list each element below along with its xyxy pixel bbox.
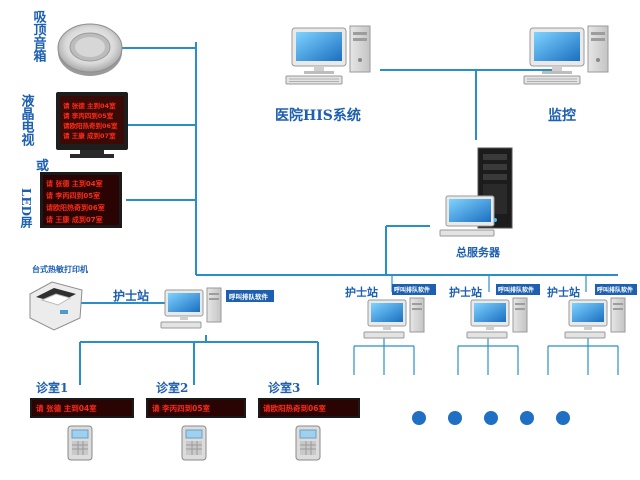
his-computer-icon xyxy=(285,25,371,85)
clinic-1-led-display: 请 张德 主到04室 xyxy=(30,398,134,418)
led-line-3: 请欧阳热奇到06室 xyxy=(46,203,105,212)
ceiling-speaker-icon xyxy=(57,23,123,76)
thermal-printer-icon xyxy=(29,281,83,331)
dot-4 xyxy=(520,411,534,425)
dot-2 xyxy=(448,411,462,425)
tv-line-3: 请欧阳热奇到06室 xyxy=(63,121,118,130)
dot-3 xyxy=(484,411,498,425)
led-screen-label: LED屏 xyxy=(19,188,33,229)
tv-line-4: 请 王康 成到07室 xyxy=(63,131,116,140)
nurse-station-2-label: 护士站 xyxy=(345,285,378,299)
clinic-1-label: 诊室1 xyxy=(36,380,68,395)
lcd-tv-icon xyxy=(56,92,128,158)
server-label: 总服务器 xyxy=(456,245,501,259)
clinic-1-terminal-icon xyxy=(67,425,93,461)
nurse-station-4-tag-text: 呼叫排队软件 xyxy=(597,286,633,294)
clinic-3-label: 诊室3 xyxy=(268,380,300,395)
dot-5 xyxy=(556,411,570,425)
nurse-station-3-software-tag: 呼叫排队软件 xyxy=(496,284,540,295)
nurse-station-3-tag-text: 呼叫排队软件 xyxy=(498,286,534,294)
led-screen-icon xyxy=(40,172,122,228)
nurse-station-main-computer-icon xyxy=(160,287,222,329)
nurse-station-main-software-tag: 呼叫排队软件 xyxy=(226,290,274,302)
dot-1 xyxy=(412,411,426,425)
clinic-3-display-text: 请欧阳热奇到06室 xyxy=(263,403,326,413)
lcd-tv-or-label: 或 xyxy=(36,158,49,174)
tv-line-2: 请 李丙四到05室 xyxy=(63,111,114,120)
server-icon xyxy=(439,147,513,237)
tv-line-1: 请 张德 主到04室 xyxy=(63,101,116,110)
nurse-station-main-label: 护士站 xyxy=(113,288,149,303)
nurse-station-main-tag-text: 呼叫排队软件 xyxy=(229,292,269,301)
nurse-station-3-label: 护士站 xyxy=(449,285,482,299)
clinic-2-led-display: 请 李丙四到05室 xyxy=(146,398,246,418)
led-screen-text: 请 张德 主到04室 请 李丙四到05室 请欧阳热奇到06室 请 王康 成到07… xyxy=(46,179,105,224)
lcd-tv-label: 液晶电视 xyxy=(19,93,35,147)
clinic-3-led-display: 请欧阳热奇到06室 xyxy=(258,398,360,418)
led-line-4: 请 王康 成到07室 xyxy=(46,215,103,224)
clinic-2-display-text: 请 李丙四到05室 xyxy=(152,403,211,413)
nurse-station-2-tag-text: 呼叫排队软件 xyxy=(394,286,430,294)
monitoring-computer-icon xyxy=(523,25,609,85)
nurse-station-4-label: 护士站 xyxy=(547,285,580,299)
more-clinics-dots xyxy=(412,411,570,425)
connection-lines xyxy=(79,42,619,385)
monitor-label: 监控 xyxy=(548,107,576,124)
nurse-station-2-computer-icon xyxy=(363,297,425,339)
clinic-1-display-text: 请 张德 主到04室 xyxy=(36,403,97,413)
clinic-2-terminal-icon xyxy=(181,425,207,461)
printer-label: 台式热敏打印机 xyxy=(32,264,88,274)
clinic-2-label: 诊室2 xyxy=(156,380,188,395)
clinic-3-terminal-icon xyxy=(295,425,321,461)
tv-screen-text: 请 张德 主到04室 请 李丙四到05室 请欧阳热奇到06室 请 王康 成到07… xyxy=(63,101,118,140)
his-label: 医院HIS系统 xyxy=(275,107,361,124)
nurse-station-2-software-tag: 呼叫排队软件 xyxy=(392,284,436,295)
nurse-station-4-computer-icon xyxy=(564,297,626,339)
nurse-station-3-computer-icon xyxy=(466,297,528,339)
speaker-label: 吸顶音箱 xyxy=(31,10,47,63)
led-line-1: 请 张德 主到04室 xyxy=(46,179,103,188)
led-line-2: 请 李丙四到05室 xyxy=(46,191,100,200)
nurse-station-4-software-tag: 呼叫排队软件 xyxy=(595,284,637,295)
